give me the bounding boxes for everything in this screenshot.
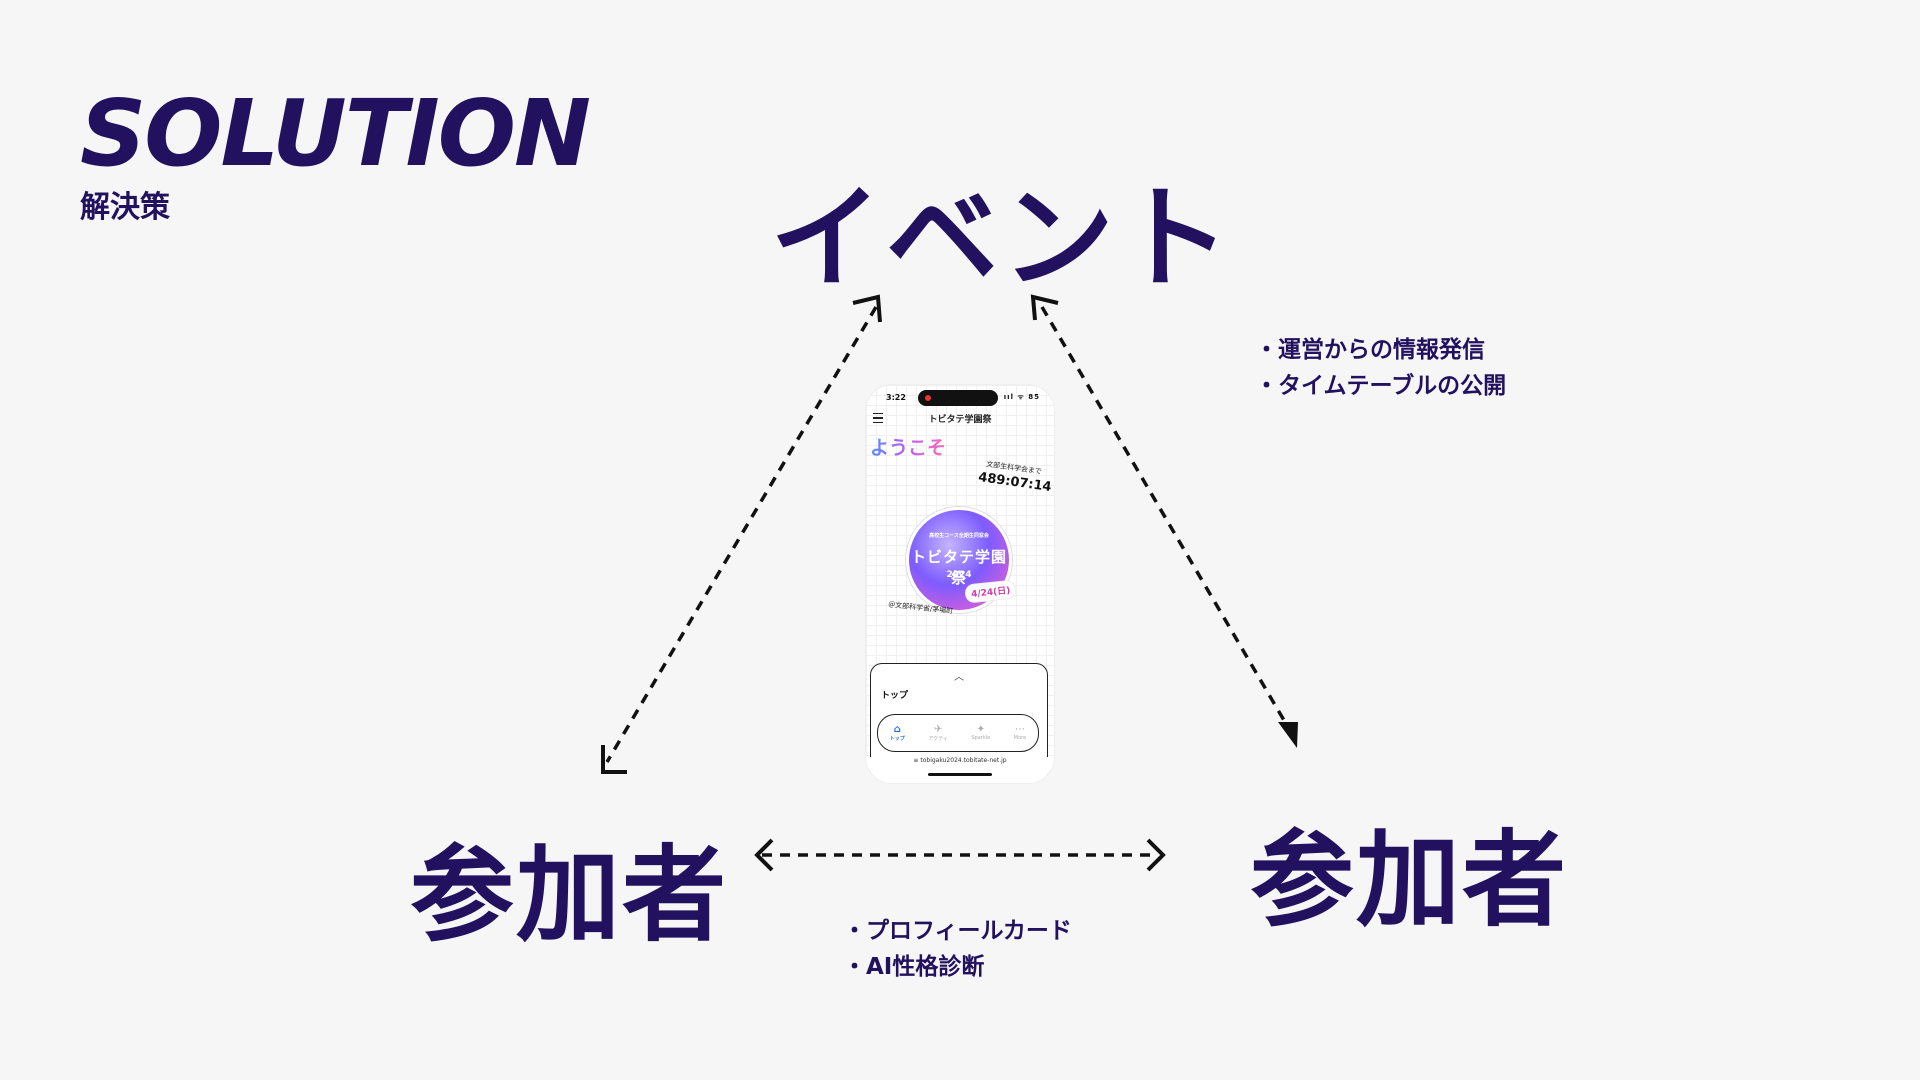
status-bar: 3:22 ııl ᯤ 85: [866, 385, 1054, 407]
recording-dot-icon: [925, 395, 931, 401]
tab-sparkle[interactable]: ✦ Sparkle: [971, 724, 991, 742]
page-subtitle: 解決策: [80, 190, 170, 225]
arrowhead-right: [1146, 838, 1166, 872]
sparkle-icon: ✦: [976, 724, 985, 735]
arrowhead-top-right: [1030, 294, 1059, 321]
home-icon: ⌂: [893, 723, 901, 735]
arrow-event-left-participant: [605, 306, 878, 763]
app-logo: トビタテ学園祭: [928, 415, 992, 425]
tab-label: More: [1013, 735, 1027, 741]
status-time: 3:22: [886, 393, 906, 402]
tab-label: トップ: [889, 735, 905, 742]
status-icons: ııl ᯤ 85: [1003, 393, 1040, 401]
tab-label: Sparkle: [971, 735, 991, 741]
tab-top[interactable]: ⌂ トップ: [889, 723, 905, 742]
tab-label: アクティ: [928, 735, 948, 742]
tab-more[interactable]: ⋯ More: [1013, 724, 1027, 742]
poster-title: トビタテ学園祭: [910, 548, 1007, 587]
tab-bar: ⌂ トップ ✈ アクティ ✦ Sparkle ⋯ More: [877, 714, 1039, 752]
chevron-up-icon[interactable]: ︿: [954, 672, 964, 683]
feature-item: 運営からの情報発信: [1255, 332, 1506, 368]
left-participant-node: 参加者: [410, 834, 729, 956]
hamburger-menu-icon[interactable]: [873, 413, 883, 423]
more-icon: ⋯: [1014, 724, 1025, 735]
phone-mockup: 3:22 ııl ᯤ 85 トビタテ学園祭 ようこそ 文部生科学会まで 489:…: [866, 385, 1054, 783]
poster-year: 2024: [946, 570, 972, 580]
home-indicator: [928, 773, 992, 776]
event-feature-list: 運営からの情報発信 タイムテーブルの公開: [1255, 332, 1506, 404]
arrowhead-bottom-left: [601, 745, 627, 774]
feature-item: タイムテーブルの公開: [1255, 368, 1506, 404]
poster-date-badge: 4/24(日): [965, 580, 1017, 603]
arrowhead-left: [754, 838, 774, 872]
page-title: SOLUTION: [80, 80, 591, 187]
participant-feature-list: プロフィールカード AI性格診断: [843, 913, 1072, 985]
poster-subtitle: 高校生コース全期生同窓会: [929, 533, 989, 539]
arrowhead-top-left: [852, 294, 882, 323]
right-participant-node: 参加者: [1250, 819, 1569, 941]
feature-item: AI性格診断: [843, 949, 1072, 985]
app-header: トビタテ学園祭: [866, 411, 1054, 427]
dynamic-island: [918, 390, 998, 406]
browser-url-bar[interactable]: ≡ tobigaku2024.tobitate-net.jp: [866, 757, 1054, 783]
arrow-event-right-participant: [1040, 306, 1287, 723]
welcome-heading: ようこそ: [870, 433, 946, 460]
rocket-icon: ✈: [933, 723, 943, 735]
tab-activity[interactable]: ✈ アクティ: [928, 723, 948, 742]
arrowhead-bottom-right: [1278, 722, 1298, 748]
feature-item: プロフィールカード: [843, 913, 1072, 949]
drawer-title: トップ: [881, 691, 909, 701]
event-node: イベント: [770, 174, 1234, 304]
